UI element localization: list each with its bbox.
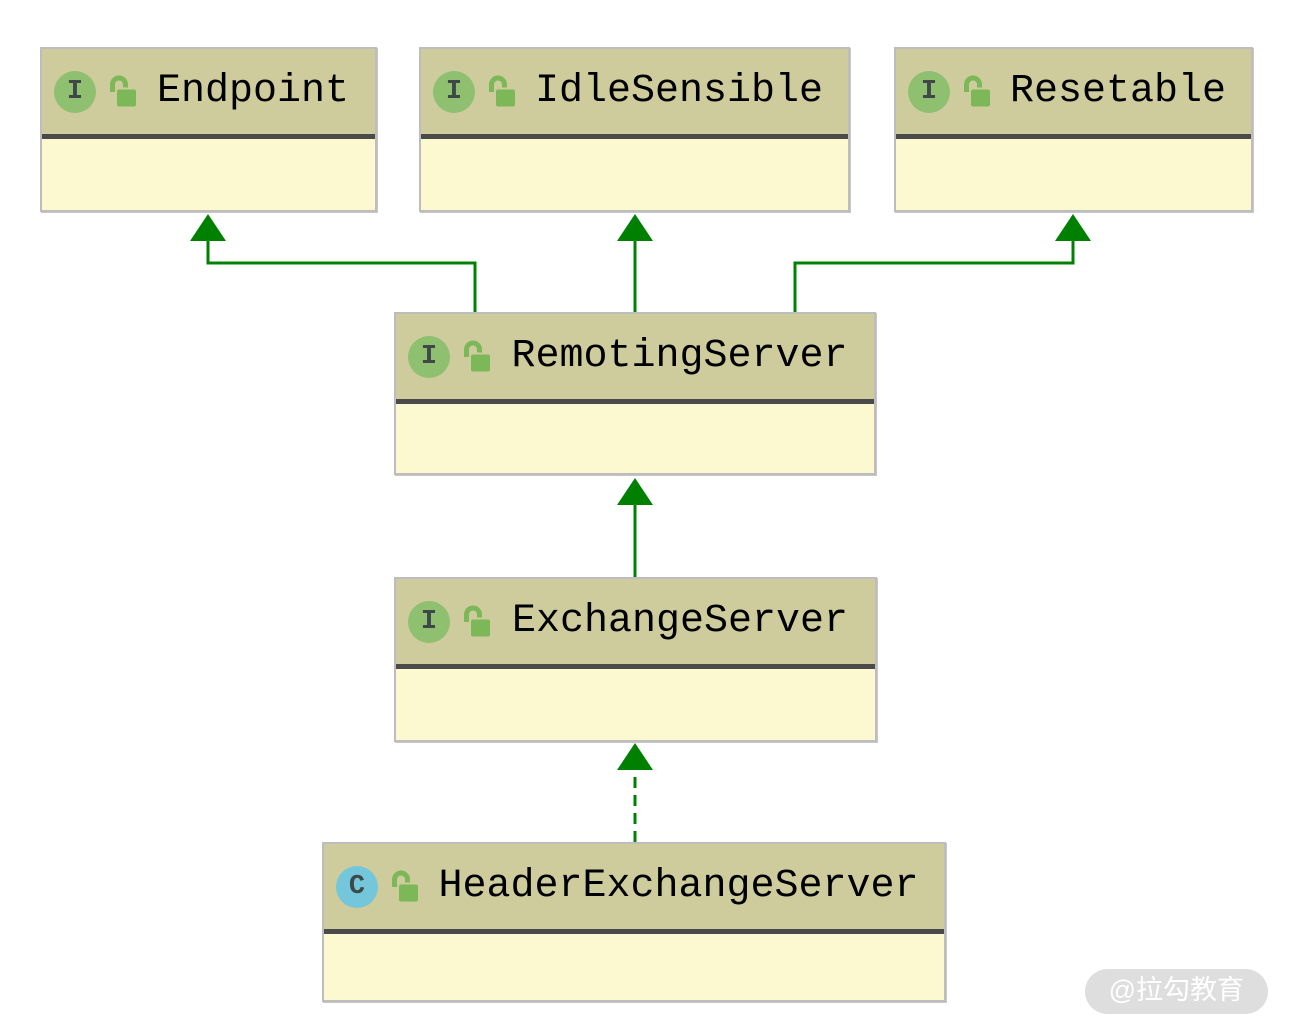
arrowhead-icon	[1055, 214, 1091, 241]
uml-node-body	[42, 139, 375, 210]
interface-icon: I	[433, 70, 475, 113]
uml-node-body	[896, 139, 1251, 210]
uml-node-header: I RemotingServer	[396, 314, 874, 399]
header-separator	[396, 664, 875, 669]
uml-node-title: RemotingServer	[511, 334, 848, 379]
interface-icon: I	[408, 335, 450, 378]
arrowhead-icon	[190, 214, 226, 241]
uml-node-title: HeaderExchangeServer	[438, 864, 919, 909]
unlock-icon	[963, 75, 991, 108]
unlock-icon	[488, 75, 516, 108]
unlock-icon	[391, 870, 419, 903]
interface-icon: I	[908, 70, 950, 113]
arrowhead-icon	[617, 214, 653, 241]
uml-node-idlesensible[interactable]: I IdleSensible	[419, 47, 850, 212]
uml-node-remotingserver[interactable]: I RemotingServer	[394, 312, 876, 475]
interface-icon: I	[408, 600, 450, 643]
uml-node-headerexchangeserver[interactable]: C HeaderExchangeServer	[322, 842, 946, 1002]
arrowhead-icon	[617, 743, 653, 770]
uml-node-endpoint[interactable]: I Endpoint	[40, 47, 377, 212]
uml-node-resetable[interactable]: I Resetable	[894, 47, 1253, 212]
uml-node-header: I ExchangeServer	[396, 579, 875, 664]
header-separator	[324, 929, 944, 934]
interface-icon: I	[54, 70, 96, 113]
uml-node-body	[396, 404, 874, 473]
uml-node-exchangeserver[interactable]: I ExchangeServer	[394, 577, 877, 742]
uml-node-title: Endpoint	[156, 69, 350, 114]
uml-node-title: ExchangeServer	[511, 599, 849, 644]
unlock-icon	[463, 605, 491, 638]
header-separator	[42, 134, 375, 139]
unlock-icon	[109, 75, 137, 108]
uml-node-header: I IdleSensible	[421, 49, 848, 134]
arrowhead-icon	[617, 478, 653, 505]
edge-extends-remotingserver-to-resetable	[793, 240, 1075, 312]
uml-node-title: Resetable	[1009, 69, 1227, 114]
edge-extends-remotingserver-to-endpoint	[206, 240, 477, 312]
uml-node-title: IdleSensible	[534, 69, 824, 114]
unlock-icon	[463, 340, 491, 373]
header-separator	[421, 134, 848, 139]
header-separator	[896, 134, 1251, 139]
uml-node-body	[421, 139, 848, 210]
uml-node-body	[324, 934, 944, 1000]
uml-node-body	[396, 669, 875, 740]
class-icon: C	[336, 865, 378, 908]
watermark-badge: @拉勾教育	[1084, 969, 1268, 1014]
header-separator	[396, 399, 874, 404]
uml-node-header: I Resetable	[896, 49, 1251, 134]
uml-node-header: I Endpoint	[42, 49, 375, 134]
uml-node-header: C HeaderExchangeServer	[324, 844, 944, 929]
